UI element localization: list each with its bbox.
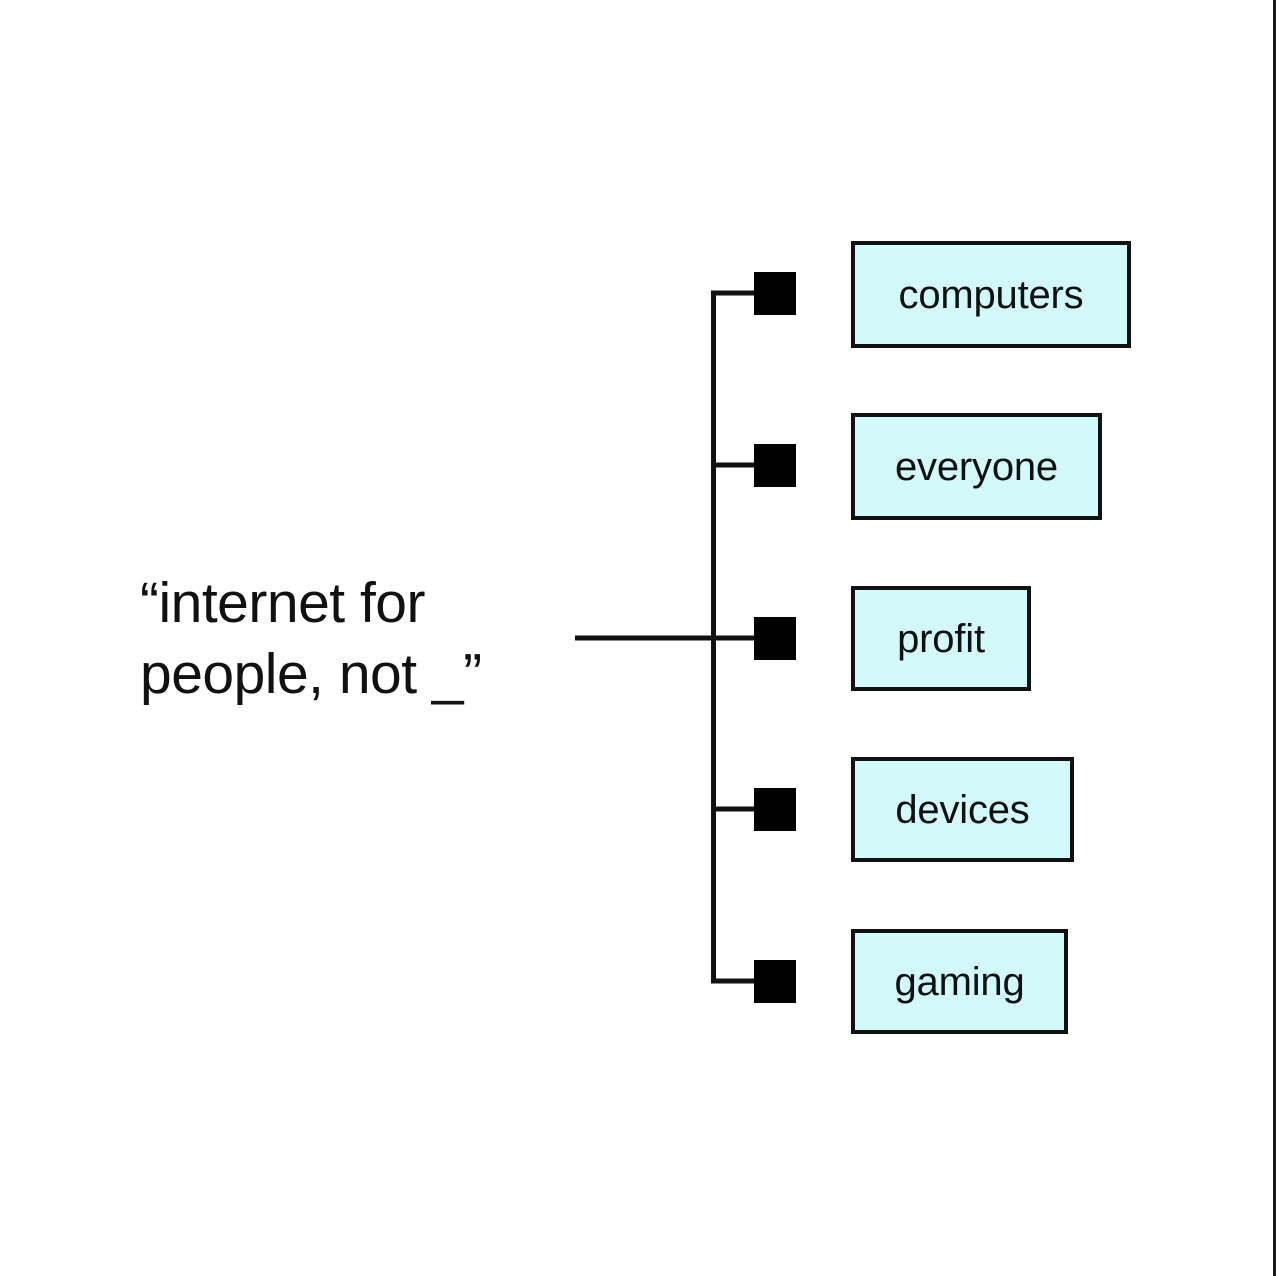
answer-box-devices[interactable]: devices xyxy=(851,757,1074,862)
branch-marker-gaming xyxy=(754,960,796,1003)
answer-box-profit[interactable]: profit xyxy=(851,586,1031,691)
answer-box-everyone[interactable]: everyone xyxy=(851,413,1102,520)
answer-box-computers[interactable]: computers xyxy=(851,241,1131,348)
root-prompt-text: “internet for people, not _” xyxy=(140,571,482,706)
answer-label-devices: devices xyxy=(895,787,1030,832)
answer-label-gaming: gaming xyxy=(894,959,1025,1004)
answer-box-gaming[interactable]: gaming xyxy=(851,929,1068,1034)
branch-marker-devices xyxy=(754,788,796,831)
answer-label-profit: profit xyxy=(897,616,985,661)
branch-marker-computers xyxy=(754,272,796,315)
branch-marker-everyone xyxy=(754,444,796,487)
answer-label-everyone: everyone xyxy=(895,444,1058,489)
branch-marker-profit xyxy=(754,617,796,660)
answer-label-computers: computers xyxy=(898,272,1084,317)
